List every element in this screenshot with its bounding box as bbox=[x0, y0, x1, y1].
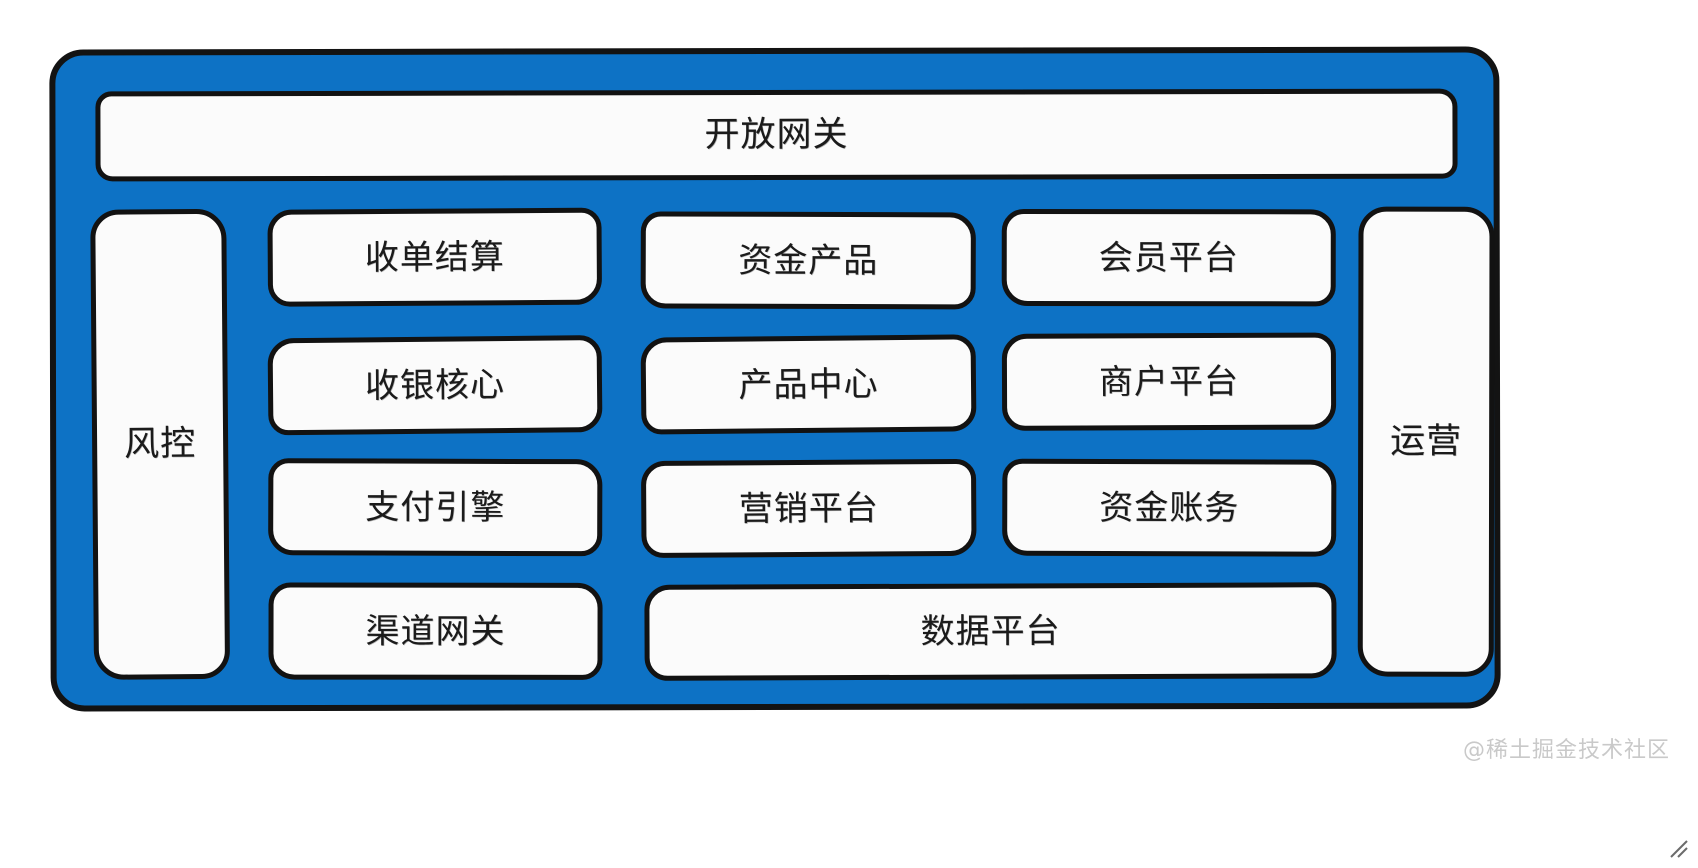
node-risk-control[interactable]: 风控 bbox=[90, 208, 231, 680]
node-payment-engine[interactable]: 支付引擎 bbox=[268, 458, 603, 557]
watermark: @稀土掘金技术社区 bbox=[1462, 738, 1670, 763]
node-acquiring-settlement[interactable]: 收单结算 bbox=[267, 207, 603, 307]
node-channel-gateway-label: 渠道网关 bbox=[365, 611, 506, 652]
node-open-gateway-label: 开放网关 bbox=[704, 114, 849, 155]
node-product-center-label: 产品中心 bbox=[738, 363, 879, 406]
node-merchant-platform-label: 商户平台 bbox=[1098, 361, 1240, 402]
node-fund-accounting-label: 资金账务 bbox=[1099, 487, 1240, 528]
node-operations[interactable]: 运营 bbox=[1357, 206, 1495, 677]
node-payment-engine-label: 支付引擎 bbox=[365, 486, 506, 528]
node-data-platform[interactable]: 数据平台 bbox=[644, 582, 1337, 681]
node-fund-products-label: 资金产品 bbox=[738, 240, 879, 281]
node-data-platform-label: 数据平台 bbox=[920, 611, 1061, 652]
node-acquiring-settlement-label: 收单结算 bbox=[364, 236, 505, 278]
resize-grip-icon[interactable] bbox=[1668, 838, 1690, 860]
node-marketing-platform[interactable]: 营销平台 bbox=[640, 458, 977, 559]
node-product-center[interactable]: 产品中心 bbox=[640, 334, 977, 435]
node-cashier-core[interactable]: 收银核心 bbox=[267, 335, 603, 436]
node-risk-control-label: 风控 bbox=[123, 423, 197, 465]
node-fund-products[interactable]: 资金产品 bbox=[640, 211, 976, 310]
node-member-platform[interactable]: 会员平台 bbox=[1001, 209, 1336, 307]
platform-chassis: 开放网关 风控 运营 收单结算 收银核心 支付引擎 渠道网关 资金产品 产品中心 bbox=[49, 46, 1501, 712]
node-cashier-core-label: 收银核心 bbox=[364, 364, 506, 406]
node-fund-accounting[interactable]: 资金账务 bbox=[1002, 458, 1337, 557]
node-channel-gateway[interactable]: 渠道网关 bbox=[268, 582, 603, 680]
node-open-gateway[interactable]: 开放网关 bbox=[95, 88, 1458, 182]
node-member-platform-label: 会员平台 bbox=[1098, 237, 1239, 278]
node-operations-label: 运营 bbox=[1390, 421, 1463, 462]
node-marketing-platform-label: 营销平台 bbox=[738, 487, 879, 529]
node-merchant-platform[interactable]: 商户平台 bbox=[1001, 332, 1337, 431]
